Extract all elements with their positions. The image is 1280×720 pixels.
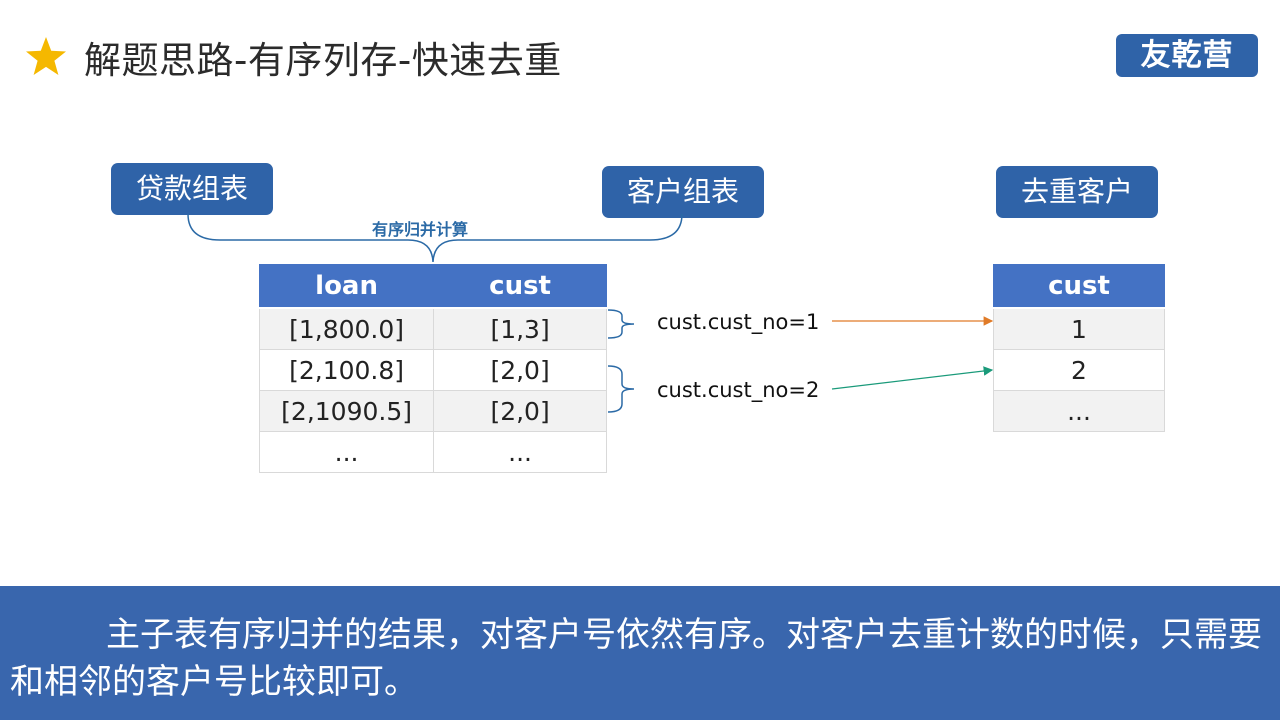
dedup-cust-label: 去重客户 [996,166,1158,218]
table-row: ... [993,390,1165,432]
cust-cell: [2,0] [433,349,607,391]
row1-brace [607,309,635,339]
arrow-cust2 [831,366,994,390]
loan-cell: [2,100.8] [258,349,435,391]
header-loan: loan [258,264,435,309]
table-header-row: loan cust [258,264,607,309]
header-cust: cust [433,264,607,309]
cust-cell: ... [993,390,1165,432]
table-row: ... ... [258,431,607,473]
table-row: 1 [993,307,1165,350]
loan-cell: [2,1090.5] [258,390,435,432]
cust-cell: ... [433,431,607,473]
table-row: [2,1090.5] [2,0] [258,390,607,432]
rows23-brace [607,365,635,413]
table-row: [1,800.0] [1,3] [258,307,607,350]
table-row: [2,100.8] [2,0] [258,349,607,391]
cond-cust-no-1: cust.cust_no=1 [657,310,820,334]
cust-cell: [1,3] [433,307,607,350]
loan-cust-table: loan cust [1,800.0] [1,3] [2,100.8] [2,0… [258,264,607,473]
loan-cell: [1,800.0] [258,307,435,350]
cust-group-label: 客户组表 [602,166,764,218]
cust-cell: 1 [993,307,1165,350]
dedup-cust-table: cust 1 2 ... [993,264,1165,432]
footer-banner [0,586,1280,720]
star-icon [26,37,66,75]
cust-cell: [2,0] [433,390,607,432]
loan-group-label: 贷款组表 [111,163,273,215]
merge-brace [187,213,683,263]
page-title: 解题思路-有序列存-快速去重 [84,39,562,82]
merge-calc-label: 有序归并计算 [372,220,469,239]
cond-cust-no-2: cust.cust_no=2 [657,378,820,402]
connector-layer [607,309,994,413]
loan-cell: ... [258,431,435,473]
header-cust: cust [993,264,1165,309]
brand-logo: 友乾营 [1116,34,1258,77]
table-header-row: cust [993,264,1165,309]
footer-text: 主子表有序归并的结果，对客户号依然有序。对客户去重计数的时候，只需要和相邻的客户… [10,615,1262,702]
